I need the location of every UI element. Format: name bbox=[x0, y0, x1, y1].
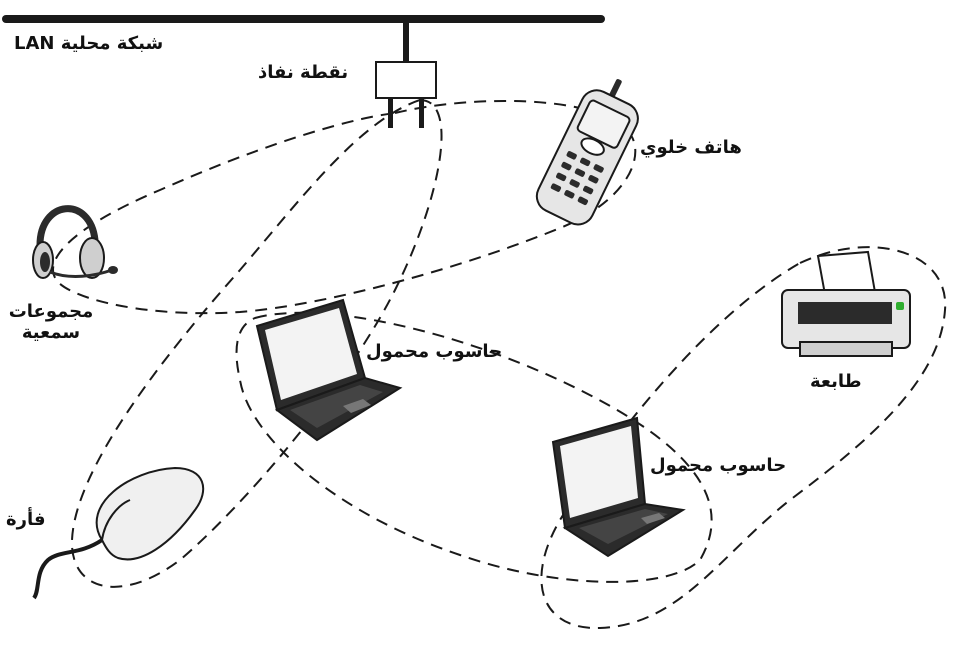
laptop-icon bbox=[551, 416, 686, 558]
printer-label: طابعة bbox=[810, 371, 862, 392]
wireless-links bbox=[52, 98, 947, 630]
access-point-icon bbox=[375, 61, 437, 128]
cell-phone-label: هاتف خلوي bbox=[640, 137, 742, 158]
lan-label: شبكة محلية LAN bbox=[14, 33, 164, 54]
mouse-label: فأرة bbox=[6, 509, 46, 530]
link-ap-phone-headset bbox=[52, 99, 637, 315]
cell-phone-icon bbox=[535, 79, 639, 226]
laptop-2-label: حاسوب محمول bbox=[650, 455, 787, 476]
laptop-1-label: حاسوب محمول bbox=[366, 341, 503, 362]
laptop-icon bbox=[255, 298, 403, 442]
headset-label: مجموعات سمعية bbox=[6, 301, 96, 343]
mouse-icon bbox=[32, 466, 205, 600]
printer-icon bbox=[781, 250, 911, 357]
access-point-label: نقطة نفاذ bbox=[258, 62, 349, 83]
headset-icon bbox=[32, 205, 118, 279]
link-laptop-laptop bbox=[235, 311, 713, 583]
link-ap-mouse bbox=[70, 98, 443, 588]
link-laptop-printer bbox=[540, 246, 947, 630]
headset-label-line2: سمعية bbox=[21, 321, 81, 343]
headset-label-line1: مجموعات bbox=[8, 301, 94, 322]
